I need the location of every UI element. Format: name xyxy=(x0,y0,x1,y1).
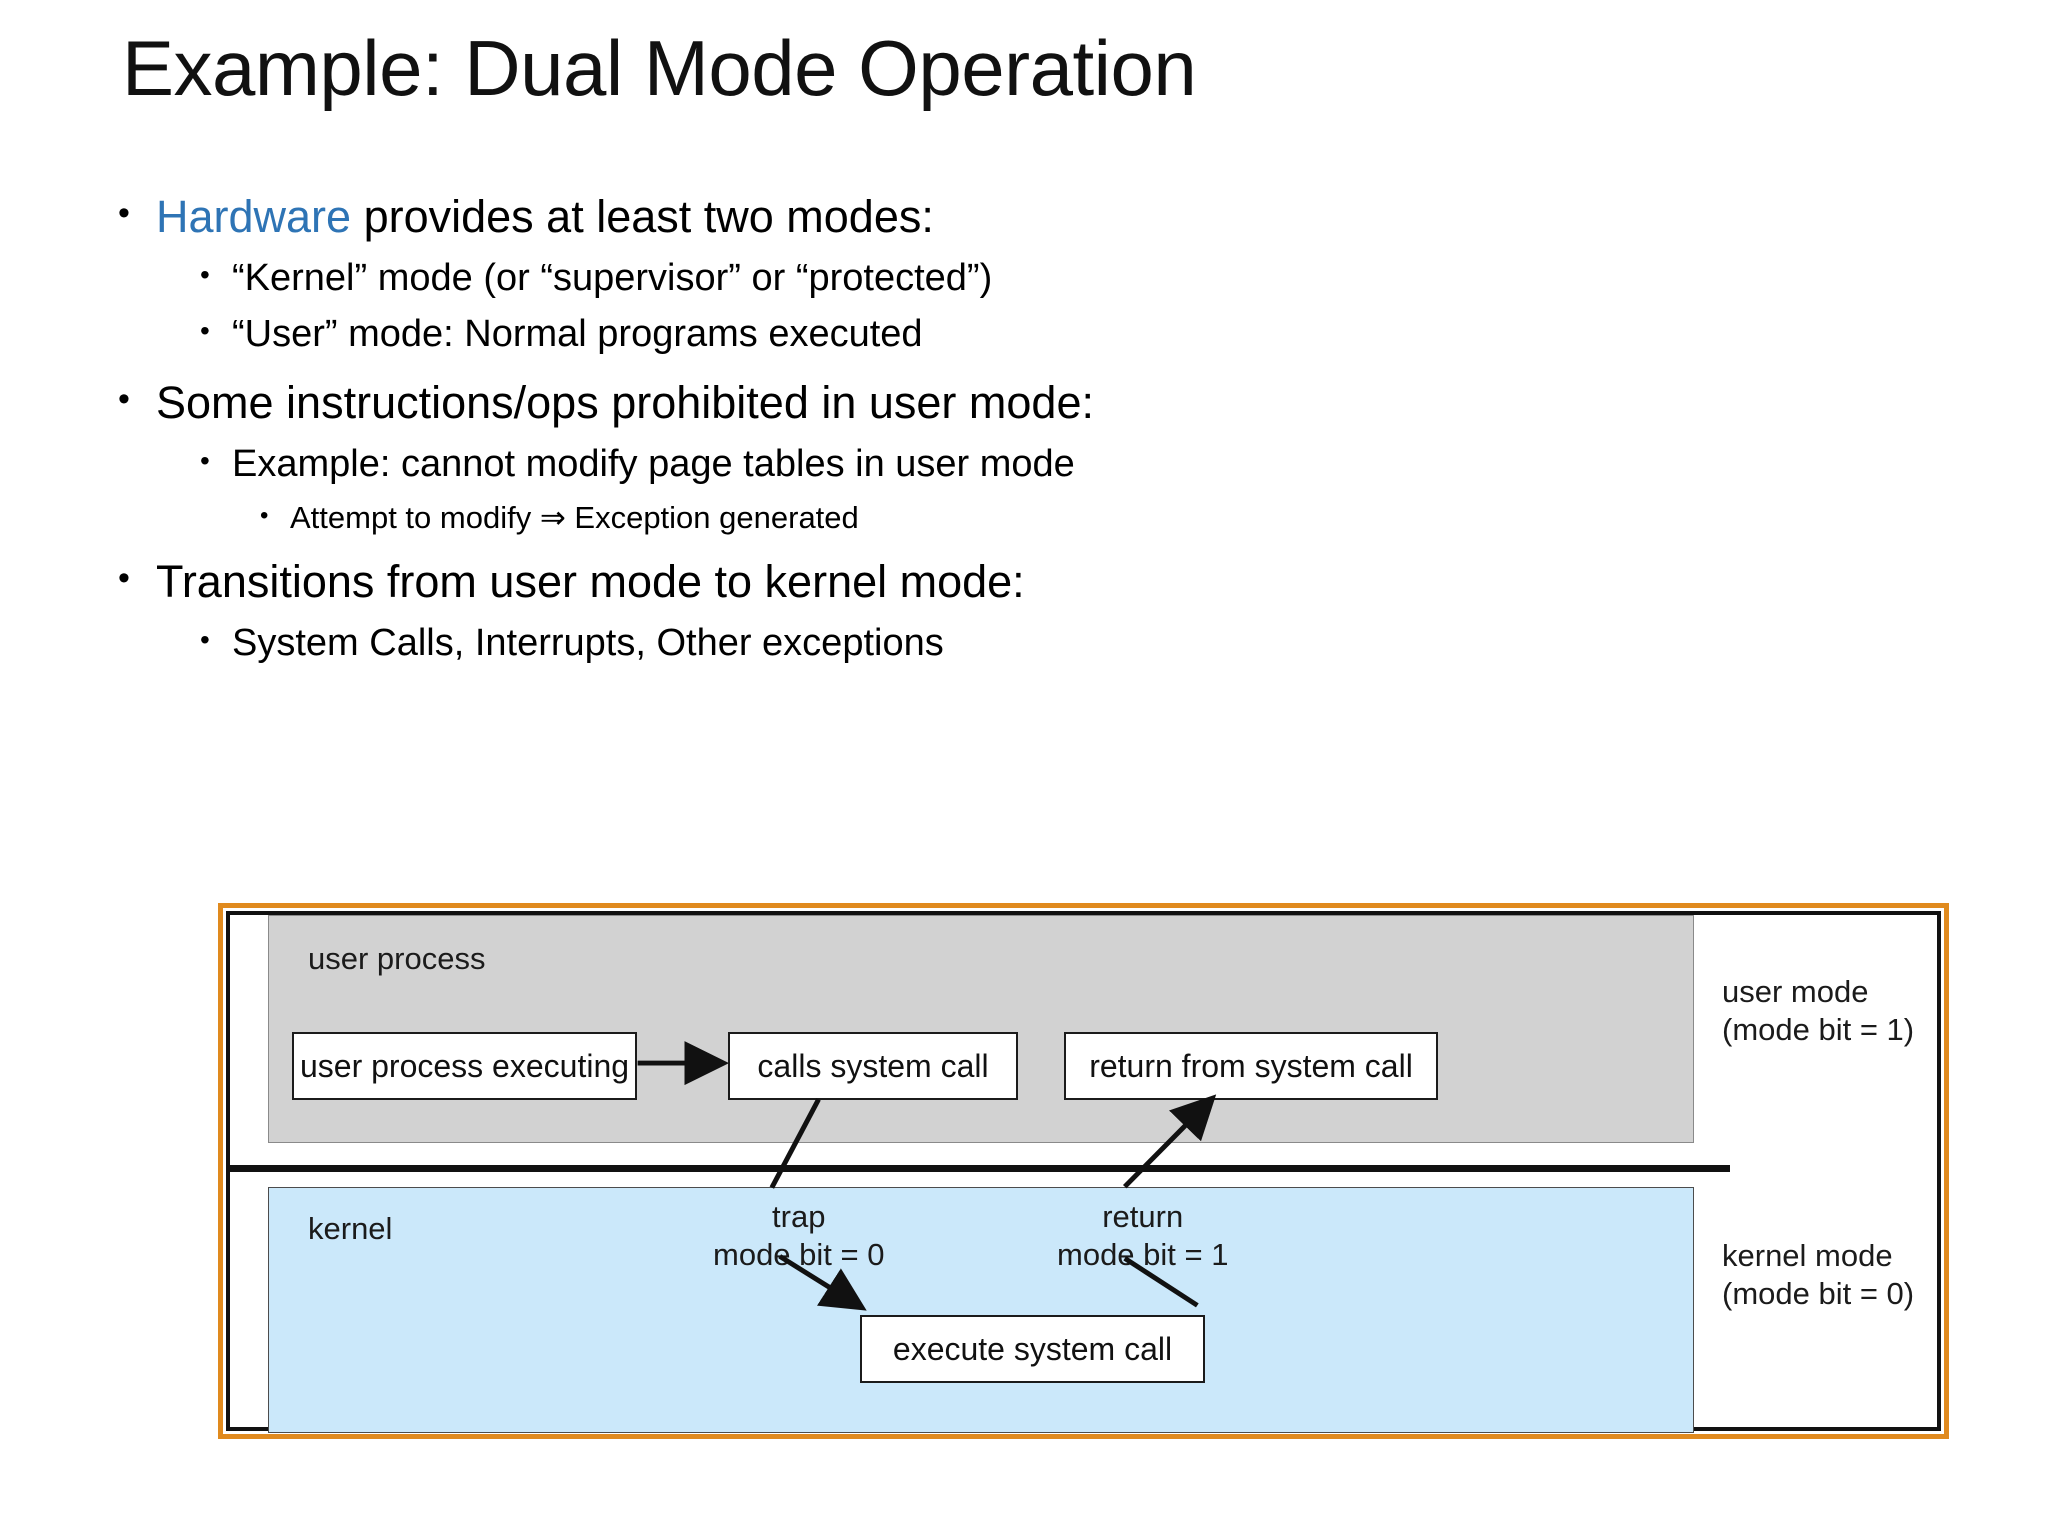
bullet-item: • “User” mode: Normal programs executed xyxy=(200,311,1518,357)
kernel-region-label: kernel xyxy=(308,1211,393,1246)
kernel-region xyxy=(268,1187,1694,1433)
bullet-label: Attempt to modify ⇒ Exception generated xyxy=(290,499,859,535)
bullet-marker-icon: • xyxy=(118,194,130,232)
bullet-label: “Kernel” mode (or “supervisor” or “prote… xyxy=(232,256,993,299)
slide-body: • Hardware provides at least two modes: … xyxy=(118,172,1518,666)
bullet-label: Transitions from user mode to kernel mod… xyxy=(156,555,1025,607)
kernel-mode-annotation-line1: kernel mode xyxy=(1722,1238,1893,1273)
return-label-line2: mode bit = 1 xyxy=(1057,1236,1229,1272)
bullet-item: • System Calls, Interrupts, Other except… xyxy=(200,620,1518,666)
bullet-item: • Hardware provides at least two modes: xyxy=(118,190,1518,245)
bullet-label: Some instructions/ops prohibited in user… xyxy=(156,376,1094,428)
user-mode-annotation-line1: user mode xyxy=(1722,974,1869,1009)
bullet-marker-icon: • xyxy=(260,501,269,529)
user-mode-annotation: user mode (mode bit = 1) xyxy=(1722,973,1914,1049)
bullet-marker-icon: • xyxy=(200,258,210,290)
bullet-item: • “Kernel” mode (or “supervisor” or “pro… xyxy=(200,255,1518,301)
box-return-from-system-call: return from system call xyxy=(1064,1032,1438,1100)
bullet-rest-text: provides at least two modes: xyxy=(351,191,934,242)
bullet-label: System Calls, Interrupts, Other exceptio… xyxy=(232,621,944,664)
bullet-accent-text: Hardware xyxy=(156,191,352,242)
bullet-marker-icon: • xyxy=(200,623,210,655)
user-process-region xyxy=(268,915,1694,1143)
mode-divider-line xyxy=(230,1165,1730,1172)
bullet-label: Hardware provides at least two modes: xyxy=(156,190,934,245)
trap-transition-label: trap mode bit = 0 xyxy=(713,1198,884,1274)
bullet-item: • Transitions from user mode to kernel m… xyxy=(118,555,1518,610)
return-transition-label: return mode bit = 1 xyxy=(1057,1198,1228,1274)
kernel-mode-annotation: kernel mode (mode bit = 0) xyxy=(1722,1237,1914,1313)
page-title: Example: Dual Mode Operation xyxy=(122,24,1197,112)
bullet-item: • Attempt to modify ⇒ Exception generate… xyxy=(260,499,1518,537)
bullet-item: • Example: cannot modify page tables in … xyxy=(200,441,1518,487)
bullet-marker-icon: • xyxy=(200,444,210,476)
return-label-line1: return xyxy=(1102,1199,1184,1234)
bullet-marker-icon: • xyxy=(118,558,130,597)
user-process-region-label: user process xyxy=(308,941,486,976)
bullet-label: “User” mode: Normal programs executed xyxy=(232,313,923,356)
box-calls-system-call: calls system call xyxy=(728,1032,1018,1100)
dual-mode-diagram: user process kernel user mode (mode bit … xyxy=(218,903,1949,1439)
kernel-mode-annotation-line2: (mode bit = 0) xyxy=(1722,1275,1915,1311)
box-user-process-executing: user process executing xyxy=(292,1032,637,1100)
bullet-item: • Some instructions/ops prohibited in us… xyxy=(118,376,1518,431)
diagram-canvas: user process kernel user mode (mode bit … xyxy=(226,911,1941,1433)
trap-label-line1: trap xyxy=(772,1199,826,1234)
trap-label-line2: mode bit = 0 xyxy=(713,1236,885,1272)
bullet-marker-icon: • xyxy=(200,315,210,347)
user-mode-annotation-line2: (mode bit = 1) xyxy=(1722,1011,1915,1047)
bullet-label: Example: cannot modify page tables in us… xyxy=(232,442,1075,485)
bullet-marker-icon: • xyxy=(118,379,130,418)
box-execute-system-call: execute system call xyxy=(860,1315,1205,1383)
